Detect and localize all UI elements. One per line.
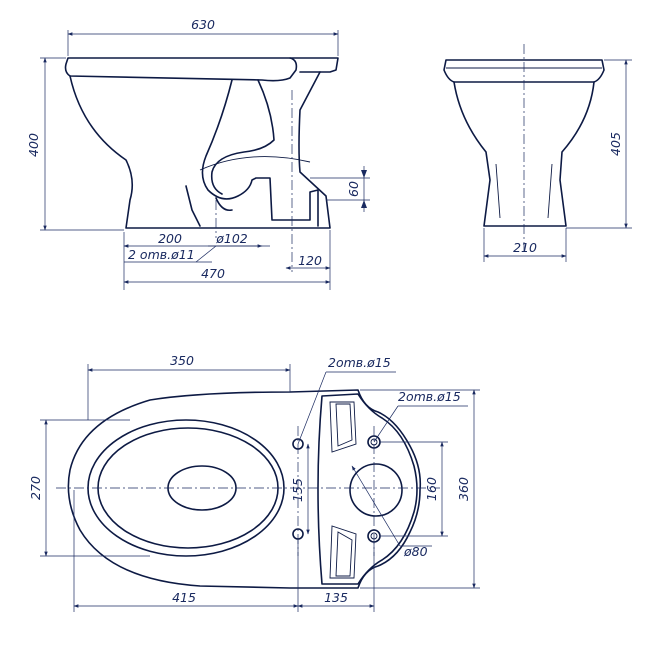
dim-outlet-diameter-plan: ø80: [403, 544, 428, 559]
side-trapway-inner: [210, 79, 275, 195]
plan-view: 350 2omв.ø15 2omв.ø15 270 155 160 360 ø8…: [28, 353, 480, 612]
dim-overall-width: 360: [456, 477, 471, 501]
plan-outlet-circle: [349, 463, 403, 517]
dim-front-to-holes: 415: [172, 590, 196, 605]
dim-holes-to-back: 135: [324, 590, 348, 605]
dim-overall-length: 630: [191, 17, 215, 32]
holes-note-right: 2omв.ø15: [398, 389, 461, 404]
side-tank-flange: [289, 57, 339, 73]
plan-pocket-top: [329, 401, 357, 453]
side-trapway: [201, 79, 319, 227]
dim-fix-distance: 200: [158, 231, 182, 246]
holes-note-side: 2 omв.ø11: [128, 247, 195, 262]
dim-left-hole-spacing: 155: [290, 478, 305, 502]
side-outlet-foot: [215, 197, 233, 212]
dim-outlet-height: 60: [346, 181, 361, 197]
dim-outlet-offset: 120: [298, 253, 322, 268]
dim-bowl-length: 350: [170, 353, 194, 368]
dim-bowl-width: 270: [28, 476, 43, 500]
side-rim: [64, 57, 298, 82]
dim-outlet-diameter: ø102: [215, 231, 248, 246]
dim-base-length: 470: [201, 266, 225, 281]
side-foot: [185, 185, 201, 227]
front-view: 405 210: [443, 44, 632, 262]
side-water-line: [199, 156, 311, 171]
plan-tank-pad: [317, 393, 418, 585]
side-bowl-outer: [69, 71, 331, 229]
dim-base-width: 210: [513, 240, 537, 255]
plan-pocket-bottom: [329, 525, 357, 579]
side-view: 630 400 60 200 ø102 2 omв.ø11 120 470: [26, 17, 370, 290]
dim-height: 400: [26, 133, 41, 157]
dim-right-hole-spacing: 160: [424, 477, 439, 501]
front-body: [453, 81, 595, 227]
dim-front-height: 405: [608, 132, 623, 156]
holes-note-left: 2omв.ø15: [328, 355, 391, 370]
